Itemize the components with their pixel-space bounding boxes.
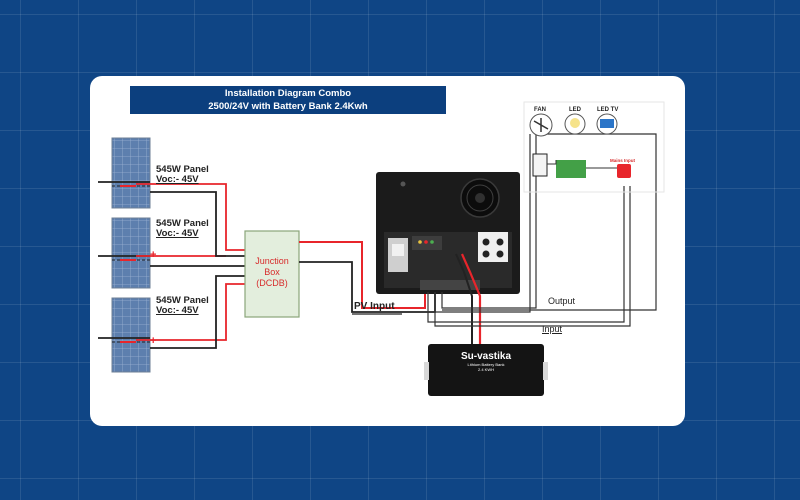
battery-sub-1: Lithium Battery Bank xyxy=(467,362,505,367)
panel-2-voc: Voc:- 45V xyxy=(156,228,199,239)
panel-3-name: 545W Panel xyxy=(156,295,209,306)
led-label: LED xyxy=(569,107,581,113)
solar-panel-1 xyxy=(98,137,151,209)
battery-label: Su-vastika Lithium Battery Bank 2.4 KWH xyxy=(435,351,537,372)
output-label: Output xyxy=(548,296,576,306)
pv-input-label: PV Input xyxy=(354,301,395,312)
battery-negative-wire xyxy=(455,253,473,344)
panel-3-voc: Voc:- 45V xyxy=(156,305,199,316)
mains-input-label: Mains Input xyxy=(610,158,635,163)
input-label: Input xyxy=(542,324,563,334)
mains-plug-icon xyxy=(617,164,631,178)
title-line-2: 2500/24V with Battery Bank 2.4Kwh xyxy=(208,101,368,112)
junction-line-1: Junction xyxy=(255,256,289,266)
inverter-unit xyxy=(376,172,520,294)
battery-bank xyxy=(424,344,548,396)
tv-icon xyxy=(600,119,614,128)
led-tv-label: LED TV xyxy=(597,107,619,113)
fan-icon xyxy=(533,118,549,132)
mcb-icon xyxy=(556,160,586,178)
battery-positive-wire xyxy=(460,253,482,344)
battery-brand: Su-vastika xyxy=(460,351,512,362)
panel-1-name: 545W Panel xyxy=(156,164,209,175)
meter-icon xyxy=(532,153,548,177)
battery-sub-2: 2.4 KWH xyxy=(477,367,494,372)
panel-1-voc: Voc:- 45V xyxy=(156,174,199,185)
junction-box xyxy=(244,230,300,318)
solar-panel-3 xyxy=(98,297,151,373)
panel-wiring xyxy=(136,183,245,349)
junction-line-2: Box xyxy=(264,267,280,277)
pv-positive-wire xyxy=(299,241,426,309)
ac-wiring xyxy=(427,133,657,327)
diagram-card: Installation Diagram Combo 2500/24V with… xyxy=(90,76,685,426)
title-banner: Installation Diagram Combo 2500/24V with… xyxy=(130,86,446,114)
panel-2-name: 545W Panel xyxy=(156,218,209,229)
wiring-diagram: + + xyxy=(98,101,665,396)
fan-label: FAN xyxy=(534,107,546,113)
panel-1-label: 545W Panel Voc:- 45V xyxy=(156,165,209,185)
loads-panel xyxy=(523,101,665,193)
plus-icon: + xyxy=(150,335,156,347)
panel-2-label: 545W Panel Voc:- 45V xyxy=(156,219,209,239)
plus-icon: + xyxy=(150,249,156,261)
bulb-icon xyxy=(570,118,580,128)
junction-line-3: (DCDB) xyxy=(256,278,288,288)
title-line-1: Installation Diagram Combo xyxy=(224,88,352,99)
junction-box-label: Junction Box (DCDB) xyxy=(245,256,299,289)
solar-panel-2 xyxy=(98,217,151,289)
panel-3-label: 545W Panel Voc:- 45V xyxy=(156,296,209,316)
